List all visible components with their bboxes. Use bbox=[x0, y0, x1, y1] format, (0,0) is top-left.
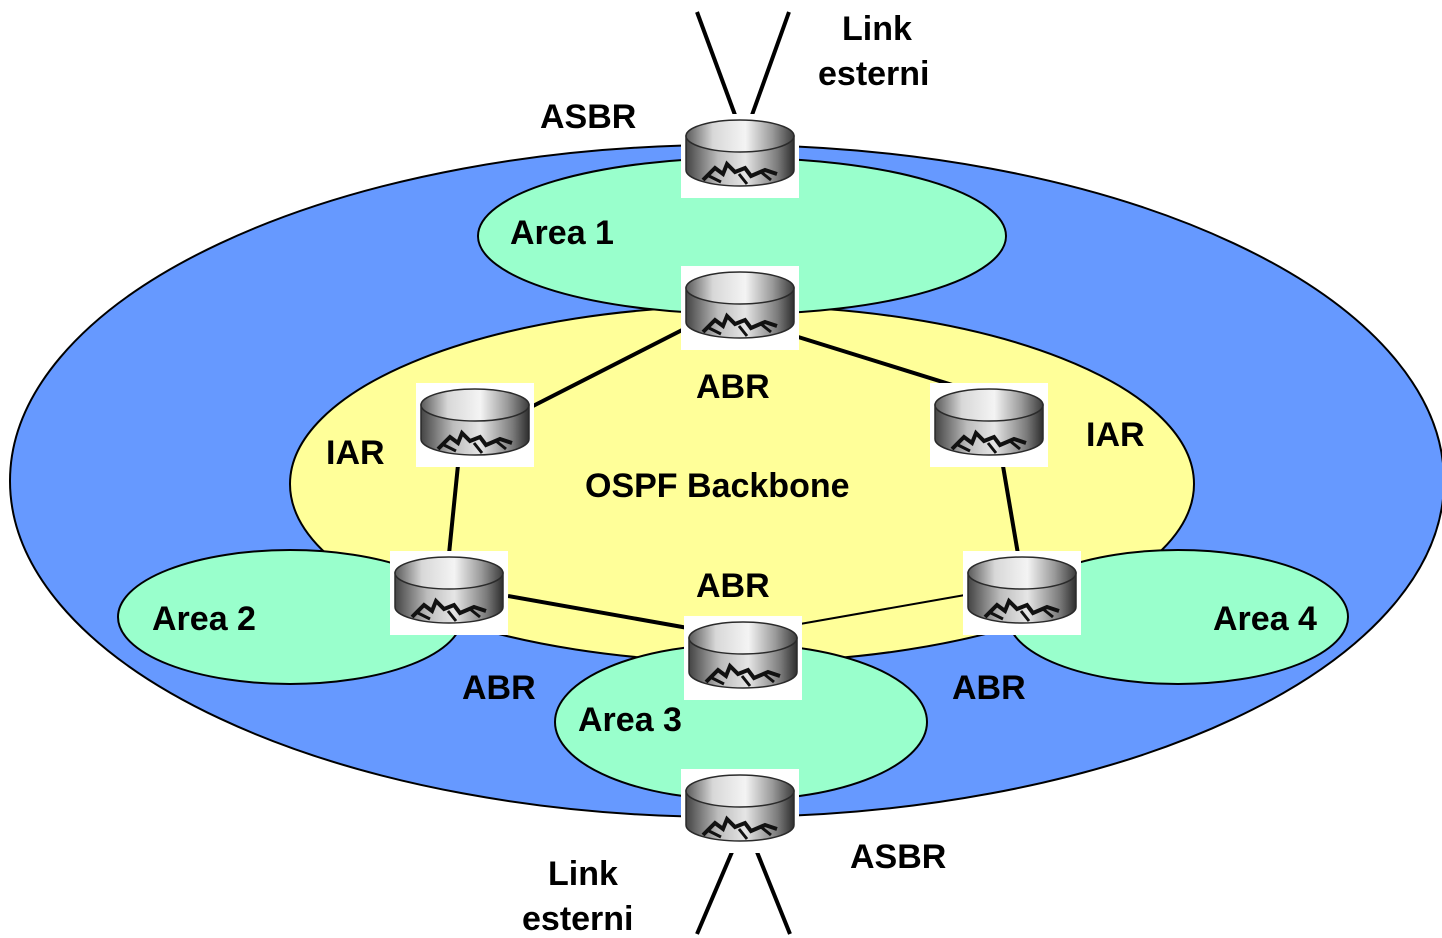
router-icon bbox=[414, 381, 536, 469]
abr-left-label: ABR bbox=[462, 669, 536, 707]
ext-link-bottom-line1: Link bbox=[548, 855, 618, 893]
router-icon bbox=[682, 614, 804, 702]
link-abr-bottom-abr-right bbox=[799, 594, 966, 625]
asbr-top-label: ASBR bbox=[540, 98, 636, 136]
ext-link-top-line1: Link bbox=[842, 10, 912, 48]
asbr-bottom-label: ASBR bbox=[850, 838, 946, 876]
link-abr-top-iar-right bbox=[794, 334, 963, 390]
external-links-top bbox=[695, 11, 791, 116]
router-icon bbox=[679, 767, 801, 855]
iar-left-label: IAR bbox=[326, 434, 385, 472]
link-iar-left-abr-left bbox=[447, 464, 460, 555]
ext-link-bottom-line2: esterni bbox=[522, 900, 634, 938]
router-icon bbox=[961, 549, 1083, 637]
area-4-label: Area 4 bbox=[1213, 600, 1317, 638]
router-icon bbox=[388, 549, 510, 637]
abr-right-label: ABR bbox=[952, 669, 1026, 707]
router-icon bbox=[928, 381, 1050, 469]
backbone-label: OSPF Backbone bbox=[585, 467, 850, 505]
area-1-label: Area 1 bbox=[510, 214, 614, 252]
abr-top-label: ABR bbox=[696, 368, 770, 406]
area-3-label: Area 3 bbox=[578, 701, 682, 739]
router-icon bbox=[679, 264, 801, 352]
link-abr-left-abr-bottom bbox=[507, 594, 689, 630]
area-2-label: Area 2 bbox=[152, 600, 256, 638]
link-abr-top-iar-left bbox=[532, 324, 691, 408]
router-icon bbox=[679, 112, 801, 200]
link-iar-right-abr-right bbox=[1001, 465, 1020, 555]
backbone-links bbox=[447, 324, 1020, 630]
ext-link-top-line2: esterni bbox=[818, 55, 930, 93]
abr-center-label: ABR bbox=[696, 567, 770, 605]
iar-right-label: IAR bbox=[1086, 416, 1145, 454]
external-links-bottom bbox=[695, 851, 792, 935]
